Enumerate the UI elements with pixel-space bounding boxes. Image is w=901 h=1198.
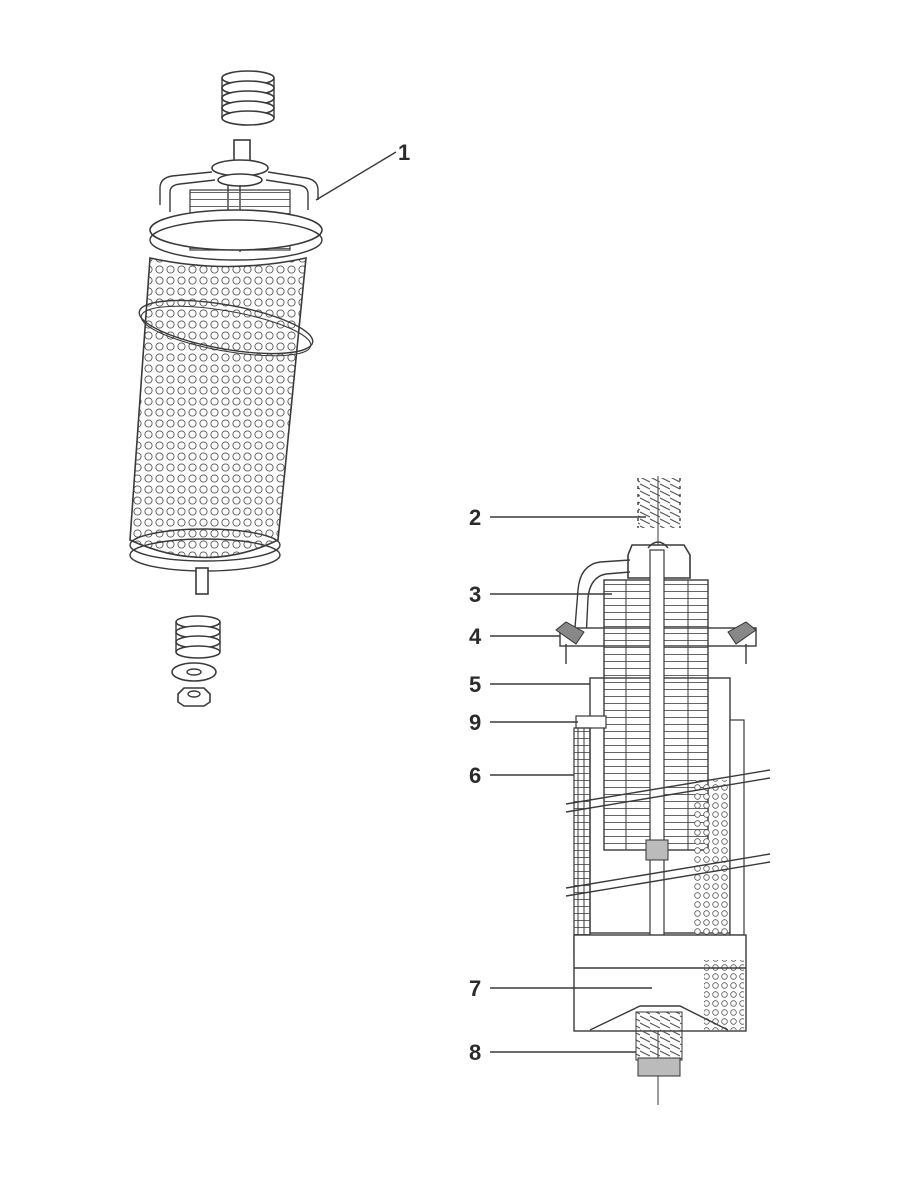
callout-1: 1: [398, 140, 410, 165]
right-wall: [729, 719, 745, 936]
o-ring: [138, 299, 314, 355]
left-wall: [573, 727, 591, 959]
callout-9: 9: [469, 710, 481, 735]
callout-3: 3: [469, 582, 481, 607]
top-stem: [233, 139, 251, 163]
section-top-spring: [637, 478, 681, 528]
nut: [177, 687, 211, 707]
clamp-right: [727, 621, 757, 664]
top-spring: [221, 70, 275, 126]
bottom-spring: [175, 615, 221, 659]
section-bottom-spring: [635, 1011, 683, 1061]
leader-1: [315, 151, 397, 201]
exploded-view: [129, 70, 397, 707]
callout-6: 6: [469, 763, 481, 788]
bottom-stem: [195, 567, 209, 595]
section-view: [490, 476, 771, 1105]
clamp-left: [555, 621, 585, 664]
callout-4: 4: [469, 624, 482, 649]
callout-5: 5: [469, 672, 481, 697]
washer: [171, 662, 217, 682]
perforated-basket: [129, 256, 307, 572]
callout-8: 8: [469, 1040, 481, 1065]
callout-2: 2: [469, 505, 481, 530]
section-bottom-nut: [637, 1057, 681, 1077]
top-flange: [149, 209, 323, 251]
callout-7: 7: [469, 976, 481, 1001]
gasket-9: [575, 715, 607, 729]
